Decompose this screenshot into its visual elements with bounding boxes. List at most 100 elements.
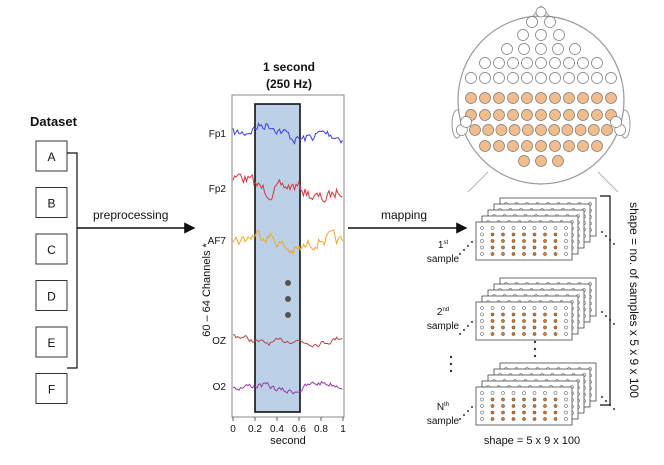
electrode (535, 29, 547, 41)
grid-dot (522, 397, 526, 402)
sample-label: Nth (437, 402, 449, 413)
electrode (591, 140, 603, 152)
eeg-trace (232, 173, 343, 203)
channel-label: Fp2 (209, 184, 227, 195)
grid-dot (522, 232, 526, 237)
dataset-item-label: B (47, 197, 55, 211)
electrode (587, 124, 600, 136)
depth-dot (471, 321, 473, 323)
grid-dot (511, 417, 516, 421)
grid-dot (522, 306, 526, 310)
electrode (517, 29, 529, 41)
grid-dot (543, 325, 547, 330)
electrode (553, 29, 565, 41)
dataset-item-label: F (48, 383, 55, 397)
grid-dot (522, 312, 526, 317)
grid-dot (490, 417, 495, 421)
electrode (577, 140, 589, 152)
eeg-trace (232, 334, 343, 348)
grid-dot (532, 332, 537, 336)
electrode (610, 116, 622, 128)
grid-dot (490, 252, 495, 256)
grid-dot (564, 245, 568, 250)
electrode (591, 109, 603, 121)
electrode (479, 140, 491, 152)
electrode (493, 57, 505, 69)
electrode (479, 57, 491, 69)
dataset-box (35, 233, 68, 265)
grid-dot (532, 404, 537, 408)
grid-dot (543, 306, 547, 310)
ellipsis-dot (285, 296, 291, 302)
depth-dot (613, 323, 615, 325)
channel-label: OZ (212, 336, 226, 347)
grid-dot (522, 410, 526, 415)
grid-dot (564, 232, 568, 237)
electrode (591, 57, 603, 69)
channel-label: O2 (213, 382, 227, 393)
depth-dot (471, 241, 473, 243)
dataset-bracket (67, 152, 78, 369)
grid-dot (480, 319, 484, 323)
grid-dot (511, 397, 516, 402)
grid-dot (532, 306, 537, 310)
shape-bottom-label: shape = 5 x 9 x 100 (484, 435, 580, 447)
one-second-window (254, 103, 301, 413)
depth-dot (613, 243, 615, 245)
grid-dot (480, 397, 484, 402)
grid-dot (553, 397, 558, 402)
x-tick-label: 0.2 (248, 424, 262, 435)
electrode (465, 72, 477, 84)
electrode (518, 43, 530, 55)
grid-dot (543, 245, 547, 250)
grid-dot (480, 332, 484, 336)
grid-dot (490, 226, 495, 230)
grid-dot (564, 332, 568, 336)
grid-dot (501, 239, 505, 243)
grid-dot (490, 319, 495, 323)
x-tick-label: 0.4 (270, 424, 284, 435)
grid-dot (490, 332, 495, 336)
grid-dot (511, 245, 516, 250)
grid-dot (501, 325, 505, 330)
grid-dot (564, 410, 568, 415)
grid-dot (532, 391, 537, 395)
grid-dot (543, 312, 547, 317)
dataset-box (35, 187, 68, 218)
electrode (479, 109, 491, 121)
grid-dot (501, 252, 505, 256)
grid-dot (543, 252, 547, 256)
grid-dot (501, 312, 505, 317)
eeg-traces (232, 122, 343, 395)
y-axis-label: 60 – 64 Channels * (201, 243, 213, 337)
dataset-title: Dataset (30, 114, 78, 129)
electrode (465, 92, 477, 104)
dataset-item-label: A (47, 150, 55, 164)
grid-dot (511, 410, 516, 415)
grid-dot (553, 319, 558, 323)
electrode (563, 72, 575, 84)
vertical-ellipsis (449, 340, 537, 373)
grid-dot (511, 319, 516, 323)
depth-dot (605, 400, 607, 402)
grid-dot (543, 410, 547, 415)
preprocessing-label: preprocessing (93, 208, 168, 222)
electrode (507, 92, 519, 104)
electrode (507, 57, 519, 69)
grid-dot (532, 226, 537, 230)
grid-dot (564, 306, 568, 310)
grid-dot (511, 252, 516, 256)
grid-dot (480, 417, 484, 421)
grid-dot (490, 232, 495, 237)
eeg-trace (232, 229, 343, 256)
sample-label: 1st (438, 240, 449, 251)
grid-dot (564, 397, 568, 402)
electrodes (455, 6, 627, 167)
electrode (605, 72, 617, 84)
grid-dot (501, 226, 505, 230)
electrode (552, 155, 564, 167)
grid-dot (532, 232, 537, 237)
